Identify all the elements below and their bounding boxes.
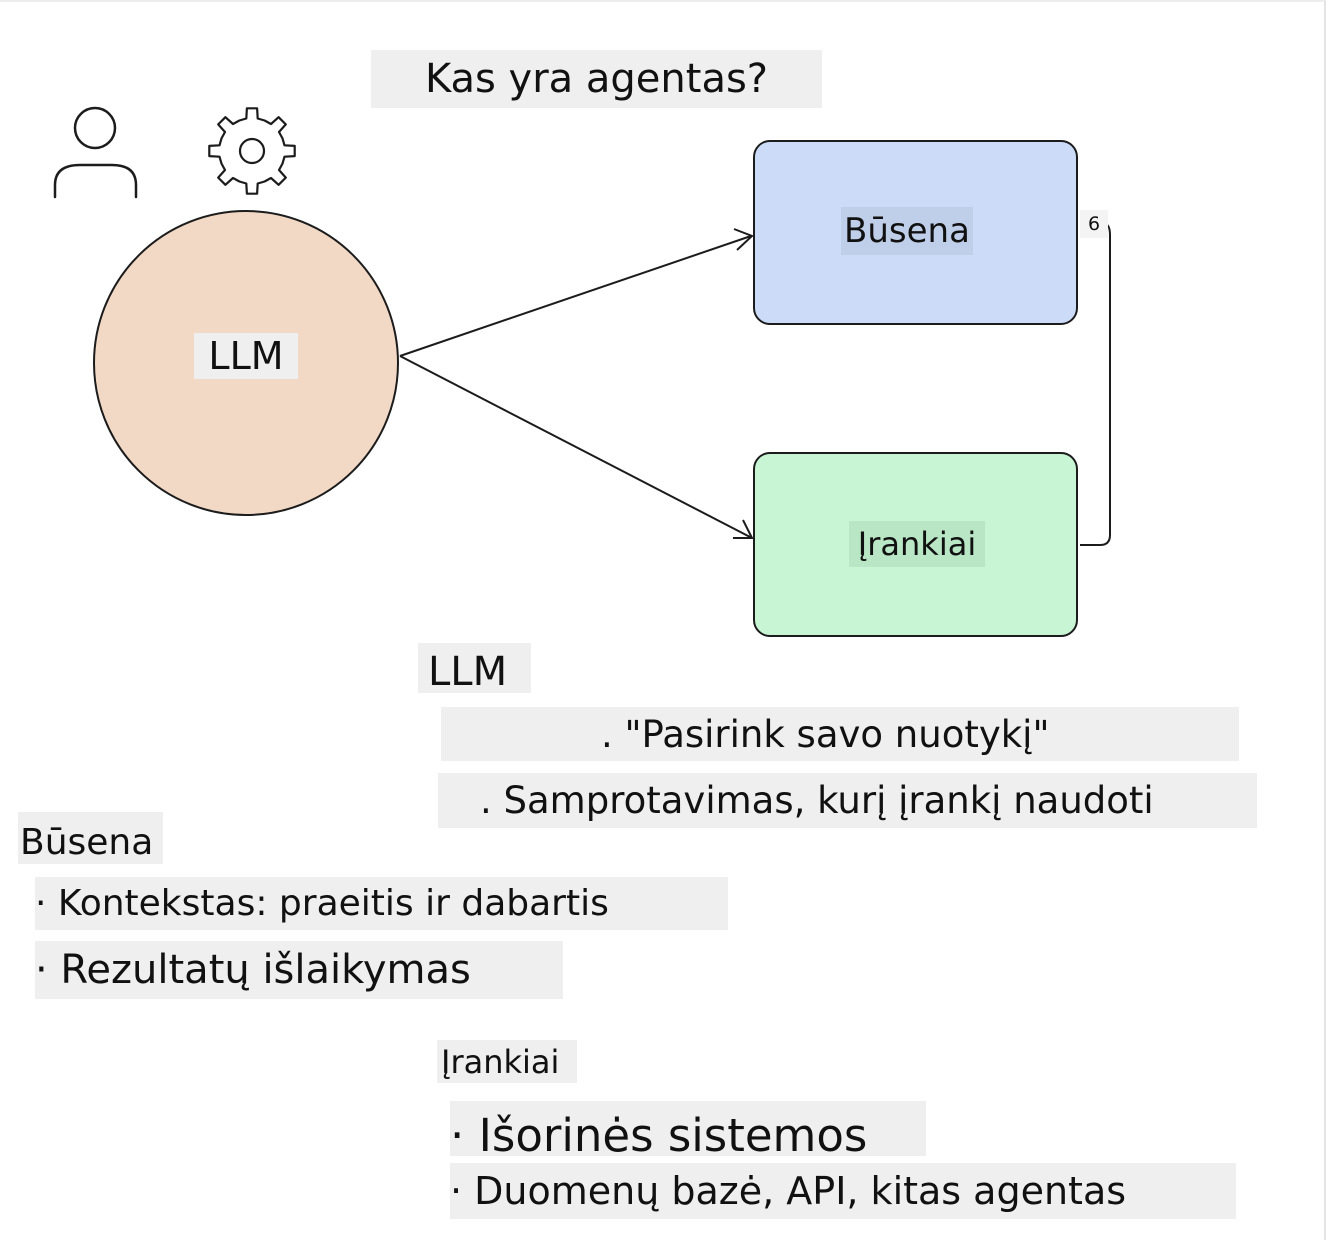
loop-badge: 6 xyxy=(1080,210,1108,238)
gear-icon xyxy=(208,107,296,195)
arrow-to-state xyxy=(399,228,754,357)
page-title: Kas yra agentas? xyxy=(371,50,822,108)
state-section-item: · Kontekstas: praeitis ir dabartis xyxy=(35,877,728,930)
state-section-heading: Būsena xyxy=(18,812,163,864)
llm-section-item: . Samprotavimas, kurį įrankį naudoti xyxy=(438,773,1257,828)
tools-section-heading: Įrankiai xyxy=(437,1040,577,1083)
state-section-item: · Rezultatų išlaikymas xyxy=(35,941,563,999)
llm-section-heading: LLM xyxy=(418,643,531,693)
llm-section-item: . "Pasirink savo nuotykį" xyxy=(441,707,1239,761)
tools-node-label: Įrankiai xyxy=(849,521,985,567)
llm-node-label: LLM xyxy=(194,333,298,379)
tools-section-item: · Išorinės sistemos xyxy=(450,1101,926,1158)
loop-connector xyxy=(1080,223,1111,546)
user-icon xyxy=(53,106,138,199)
state-node-label: Būsena xyxy=(841,207,973,255)
tools-section-item: · Duomenų bazė, API, kitas agentas xyxy=(450,1163,1236,1219)
arrow-to-tools xyxy=(399,355,754,539)
